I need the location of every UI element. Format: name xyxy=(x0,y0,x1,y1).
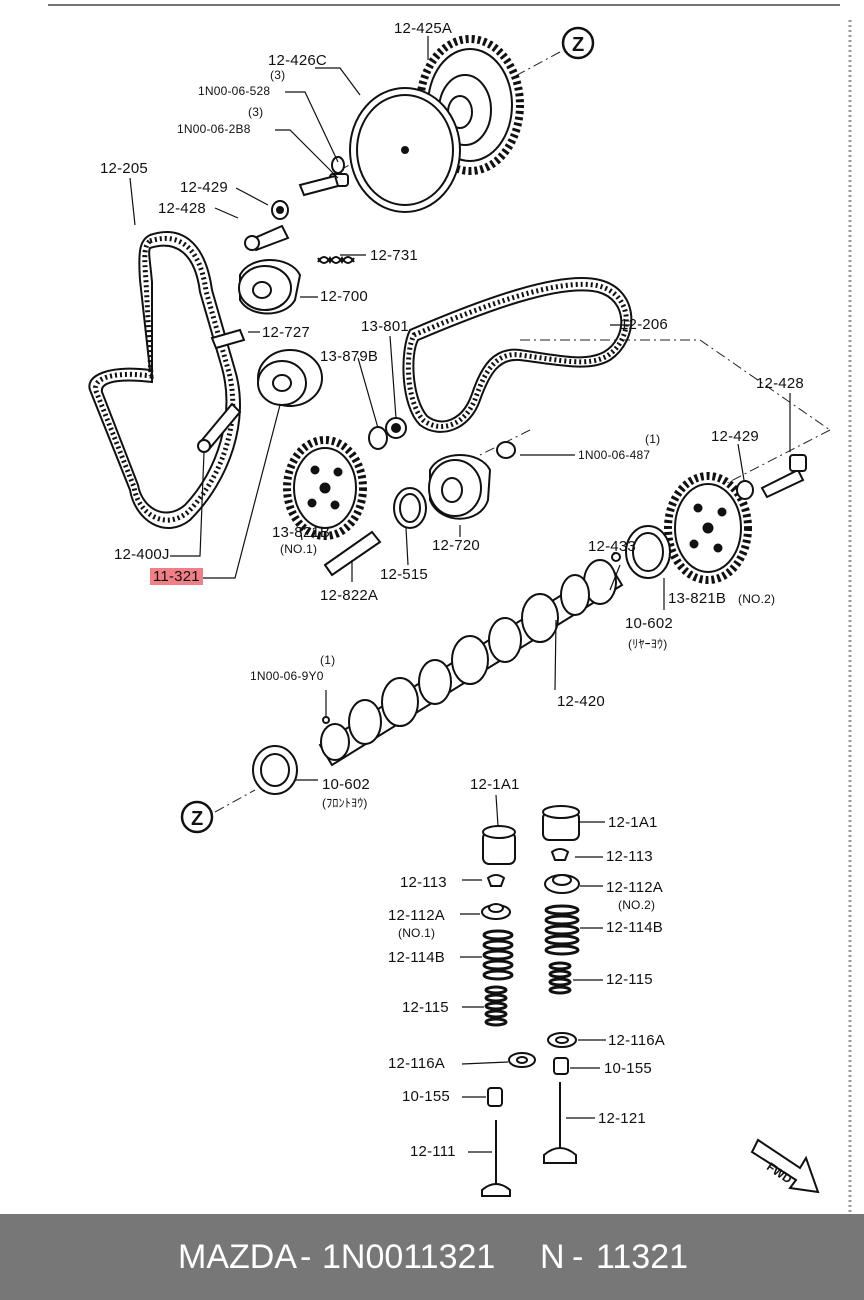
timing-belt-right xyxy=(402,277,633,433)
footer-prefix: N xyxy=(540,1238,565,1276)
part-label-12-700: 12-700 xyxy=(320,288,368,305)
part-label-12-429-right: 12-429 xyxy=(711,428,759,445)
diagram-artwork: Z Z FWD xyxy=(48,4,852,1214)
part-label-12-116a-right: 12-116A xyxy=(608,1032,665,1049)
part-label-12-720: 12-720 xyxy=(432,537,480,554)
footer-brand: MAZDA xyxy=(178,1238,297,1276)
part-label-1n00-06-528: 1N00-06-528 xyxy=(198,84,271,98)
part-label-12-1a1-left: 12-1A1 xyxy=(470,776,520,793)
part-qty-1n00-06-487: (1) xyxy=(645,432,661,446)
part-label-12-113-right: 12-113 xyxy=(606,848,653,865)
part-label-12-731: 12-731 xyxy=(370,247,418,264)
timing-belt-left xyxy=(88,231,241,530)
part-label-12-121: 12-121 xyxy=(598,1110,646,1127)
camshaft xyxy=(252,559,624,795)
part-label-12-428-right: 12-428 xyxy=(756,375,804,392)
part-label-12-429: 12-429 xyxy=(180,179,228,196)
part-label-12-112a-left: 12-112A xyxy=(388,907,445,924)
part-label-1n00-06-2b8: 1N00-06-2B8 xyxy=(177,122,251,136)
part-label-1n00-06-487: 1N00-06-487 xyxy=(578,448,651,462)
part-qty-1n00-06-9y0: (1) xyxy=(320,653,336,667)
part-label-12-428: 12-428 xyxy=(158,200,206,217)
part-label-13-801: 13-801 xyxy=(361,318,409,335)
part-label-13-879b: 13-879B xyxy=(320,348,379,365)
part-label-12-1a1-right: 12-1A1 xyxy=(608,814,658,831)
z-marker-top-text: Z xyxy=(572,34,584,56)
part-label-12-115-right: 12-115 xyxy=(606,971,653,988)
gear-no2 xyxy=(664,472,752,584)
part-note-front: (ﾌﾛﾝﾄﾖｳ) xyxy=(322,796,368,810)
part-label-12-822a: 12-822A xyxy=(320,587,379,604)
part-note-no1: (NO.1) xyxy=(280,542,318,556)
footer-part-number: 1N0011321 xyxy=(322,1238,496,1276)
part-label-1n00-06-9y0: 1N00-06-9Y0 xyxy=(250,669,324,683)
gear-no1 xyxy=(283,436,367,540)
part-qty-1n00-06-2b8: (3) xyxy=(248,105,264,119)
fwd-arrow xyxy=(750,1138,820,1194)
part-label-11-321-highlighted[interactable]: 11-321 xyxy=(150,568,203,585)
part-note-rear: (ﾘﾔｰﾖｳ) xyxy=(628,637,668,651)
part-label-12-206: 12-206 xyxy=(620,316,668,333)
footer-bar: MAZDA - 1N0011321 N - 11321 xyxy=(0,1214,864,1300)
part-label-12-433: 12-433 xyxy=(588,538,636,555)
part-label-10-602-rear: 10-602 xyxy=(625,615,673,632)
part-note-no2: (NO.2) xyxy=(738,592,776,606)
z-marker-bottom-text: Z xyxy=(191,808,203,830)
part-qty-1n00-06-528: (3) xyxy=(270,68,286,82)
part-label-12-114b-left: 12-114B xyxy=(388,949,445,966)
pulley-plate xyxy=(349,87,461,213)
parts-diagram: Z Z FWD 12-425A 12-426C (3) 1N00-06-528 … xyxy=(48,4,852,1214)
part-label-12-113-left: 12-113 xyxy=(400,874,447,891)
part-label-13-821b-no2: 13-821B xyxy=(668,590,727,607)
z-marker-bottom xyxy=(180,800,214,834)
part-label-12-420: 12-420 xyxy=(557,693,605,710)
part-label-12-116a-left: 12-116A xyxy=(388,1055,445,1072)
part-label-10-602-front: 10-602 xyxy=(322,776,370,793)
part-label-12-205: 12-205 xyxy=(100,160,148,177)
part-label-10-155-right: 10-155 xyxy=(604,1060,652,1077)
valve-train-left xyxy=(481,825,536,1197)
part-label-13-821b-no1: 13-821B xyxy=(272,524,331,541)
part-note-112a-no1: (NO.1) xyxy=(398,926,436,940)
part-label-12-425a: 12-425A xyxy=(394,20,453,37)
z-marker-top xyxy=(561,26,595,60)
footer-separator-2: - xyxy=(572,1238,584,1276)
footer-separator-1: - xyxy=(300,1238,312,1276)
part-label-12-114b-right: 12-114B xyxy=(606,919,663,936)
part-label-12-727: 12-727 xyxy=(262,324,310,341)
part-label-12-111: 12-111 xyxy=(410,1143,456,1160)
part-label-12-115-left: 12-115 xyxy=(402,999,449,1016)
part-label-12-112a-right: 12-112A xyxy=(606,879,663,896)
part-label-12-426c: 12-426C xyxy=(268,52,327,69)
part-label-12-400j: 12-400J xyxy=(114,546,170,563)
part-label-10-155-left: 10-155 xyxy=(402,1088,450,1105)
part-note-112a-no2: (NO.2) xyxy=(618,898,656,912)
footer-short-code: 11321 xyxy=(596,1238,689,1276)
valve-train-right xyxy=(542,805,580,1164)
part-label-12-515: 12-515 xyxy=(380,566,428,583)
